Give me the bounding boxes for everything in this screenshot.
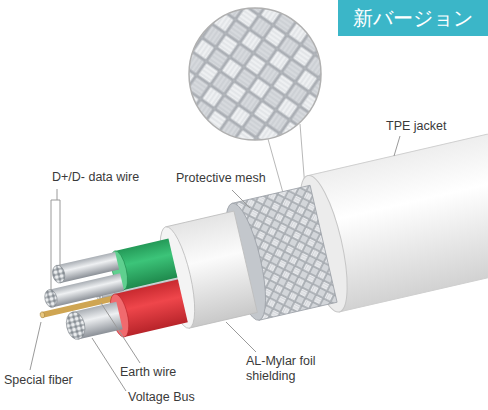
leader-lines: [30, 136, 400, 391]
data-conductor-end: [43, 288, 59, 308]
part-label: D+/D- data wire: [52, 170, 139, 185]
voltage-bus-end: [64, 310, 88, 341]
version-badge: 新バージョン: [338, 0, 488, 36]
leader-line: [92, 338, 126, 391]
mesh-zoom: [185, 4, 325, 200]
leader-line: [101, 303, 140, 363]
zoom-outline: [189, 8, 321, 140]
leader-line: [232, 190, 250, 208]
zoom-line: [268, 139, 285, 200]
part-label: Voltage Bus: [128, 390, 195, 405]
data-conductor: [57, 252, 120, 283]
leader-line: [226, 322, 256, 352]
data-conductor-end: [51, 264, 67, 284]
leader-line: [30, 322, 41, 370]
leader-line: [394, 136, 400, 156]
part-label: Special fiber: [4, 373, 73, 388]
badge-text: 新バージョン: [353, 8, 473, 28]
part-label: TPE jacket: [386, 119, 446, 134]
zoom-braid: [185, 4, 325, 144]
data-wire-bracket: [51, 189, 60, 290]
part-label: Protective mesh: [176, 171, 266, 186]
part-label: AL-Mylar foil shielding: [246, 354, 330, 384]
cable: [23, 108, 488, 378]
special-fiber-end: [40, 311, 46, 318]
part-label: Earth wire: [120, 365, 176, 380]
